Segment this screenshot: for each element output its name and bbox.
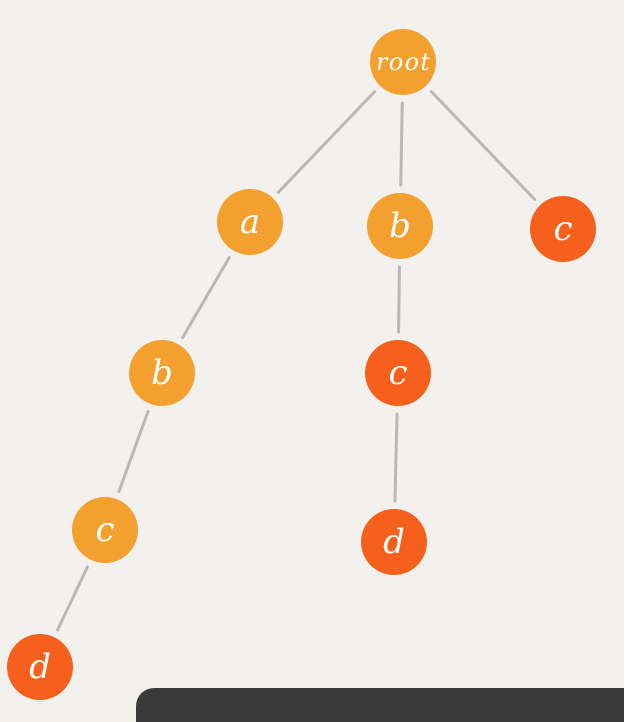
node-circle xyxy=(361,509,427,575)
node-label: b xyxy=(151,353,173,393)
node-circle xyxy=(129,340,195,406)
node-label: c xyxy=(95,510,114,550)
node-label: d xyxy=(383,522,405,562)
edge-root-a xyxy=(276,90,377,194)
node-a: a xyxy=(217,189,283,255)
node-abcd: d xyxy=(7,634,73,700)
node-c1: c xyxy=(530,196,596,262)
bottom-overlay-bar xyxy=(136,688,624,722)
node-circle xyxy=(217,189,283,255)
node-root: root xyxy=(370,29,436,95)
edge-b1-bc xyxy=(397,265,401,334)
node-circle xyxy=(370,29,436,95)
edge-bc-bcd xyxy=(393,412,399,503)
edges-layer xyxy=(56,90,537,632)
node-label: root xyxy=(376,48,430,76)
node-ab: b xyxy=(129,340,195,406)
node-circle xyxy=(367,193,433,259)
node-b1: b xyxy=(367,193,433,259)
node-circle xyxy=(72,497,138,563)
node-bcd: d xyxy=(361,509,427,575)
edge-abc-abcd xyxy=(56,565,89,632)
node-bc: c xyxy=(365,340,431,406)
node-label: c xyxy=(553,209,572,249)
node-circle xyxy=(7,634,73,700)
node-circle xyxy=(365,340,431,406)
nodes-layer: root a b c b c d c d xyxy=(7,29,596,700)
edge-root-c1 xyxy=(429,90,537,201)
node-circle xyxy=(530,196,596,262)
node-label: a xyxy=(240,202,260,242)
node-label: c xyxy=(388,353,407,393)
node-label: d xyxy=(29,647,51,687)
node-abc: c xyxy=(72,497,138,563)
edge-a-ab xyxy=(181,255,231,340)
edge-root-b1 xyxy=(399,101,404,187)
node-label: b xyxy=(389,206,411,246)
edge-ab-abc xyxy=(117,410,150,493)
